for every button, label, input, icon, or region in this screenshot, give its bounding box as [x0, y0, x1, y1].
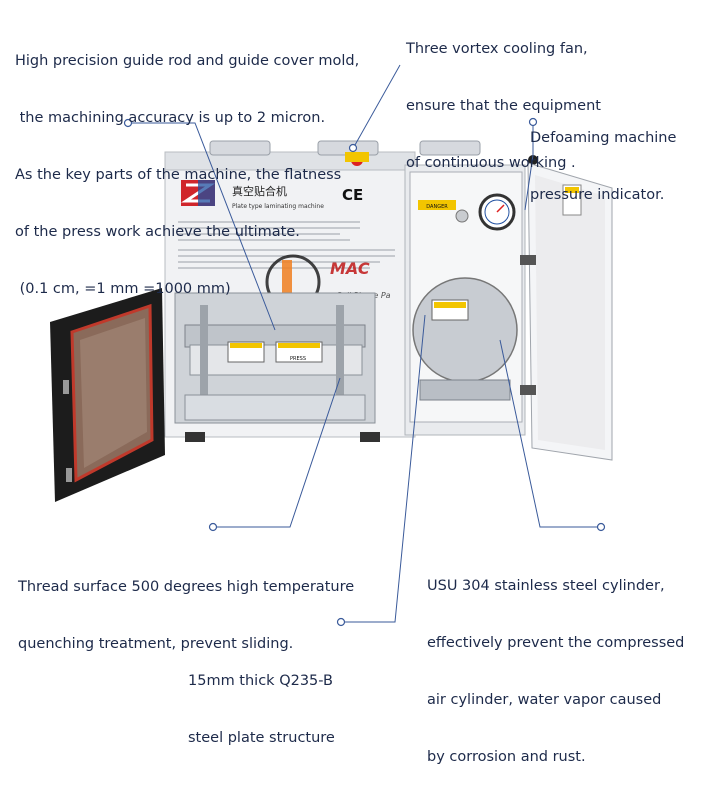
brand-logo	[181, 180, 215, 206]
callout-line: effectively prevent the compressed	[427, 635, 685, 651]
callout-line: (0.1 cm, =1 mm =1000 mm)	[15, 281, 231, 297]
callout-cylinder: USU 304 stainless steel cylinder, effect…	[427, 539, 684, 786]
callout-line: ensure that the equipment	[406, 98, 601, 114]
callout-line: quenching treatment, prevent sliding.	[18, 636, 294, 652]
side-compartment: DANGER	[409, 155, 538, 423]
callout-line: 15mm thick Q235-B	[188, 673, 333, 689]
callout-line: High precision guide rod and guide cover…	[15, 53, 360, 69]
callout-thread-surface: Thread surface 500 degrees high temperat…	[18, 540, 354, 673]
callout-guide-rod: High precision guide rod and guide cover…	[15, 14, 359, 318]
callout-line: As the key parts of the machine, the fla…	[15, 167, 342, 183]
callout-line: Thread surface 500 degrees high temperat…	[18, 579, 355, 595]
machine-illustration: 真空贴合机 Plate type laminating machine CE M…	[50, 64, 613, 627]
vacuum-chamber: PRESS	[174, 292, 376, 424]
watermark-brand: MAC	[330, 259, 370, 278]
callout-line: steel plate structure	[188, 730, 335, 746]
callout-line: air cylinder, water vapor caused	[427, 692, 662, 708]
side-door	[520, 162, 613, 461]
callout-steel-plate: 15mm thick Q235-B steel plate structure	[188, 634, 335, 767]
callout-cooling-fan: Three vortex cooling fan, ensure that th…	[406, 2, 601, 192]
machine-english-title: Plate type laminating machine	[232, 203, 324, 210]
callout-defoaming: Defoaming machine pressure indicator.	[530, 91, 676, 224]
callout-line: Defoaming machine	[530, 130, 677, 146]
callout-line: the machining accuracy is up to 2 micron…	[15, 110, 326, 126]
machine-chinese-title: 真空贴合机	[232, 184, 287, 198]
cooling-fans	[209, 140, 481, 166]
callout-line: of the press work achieve the ultimate.	[15, 224, 300, 240]
ce-mark: CE	[342, 186, 363, 204]
callout-line: pressure indicator.	[530, 187, 665, 203]
callout-line: USU 304 stainless steel cylinder,	[427, 578, 665, 594]
callout-line: Three vortex cooling fan,	[406, 41, 588, 57]
panel-danger-label: DANGER	[426, 204, 448, 210]
leader-lines	[123, 64, 606, 627]
callout-line: of continuous working .	[406, 155, 576, 171]
front-door	[50, 288, 165, 502]
callout-line: by corrosion and rust.	[427, 749, 586, 765]
instruction-text-block	[178, 221, 395, 269]
press-label: PRESS	[290, 356, 306, 362]
